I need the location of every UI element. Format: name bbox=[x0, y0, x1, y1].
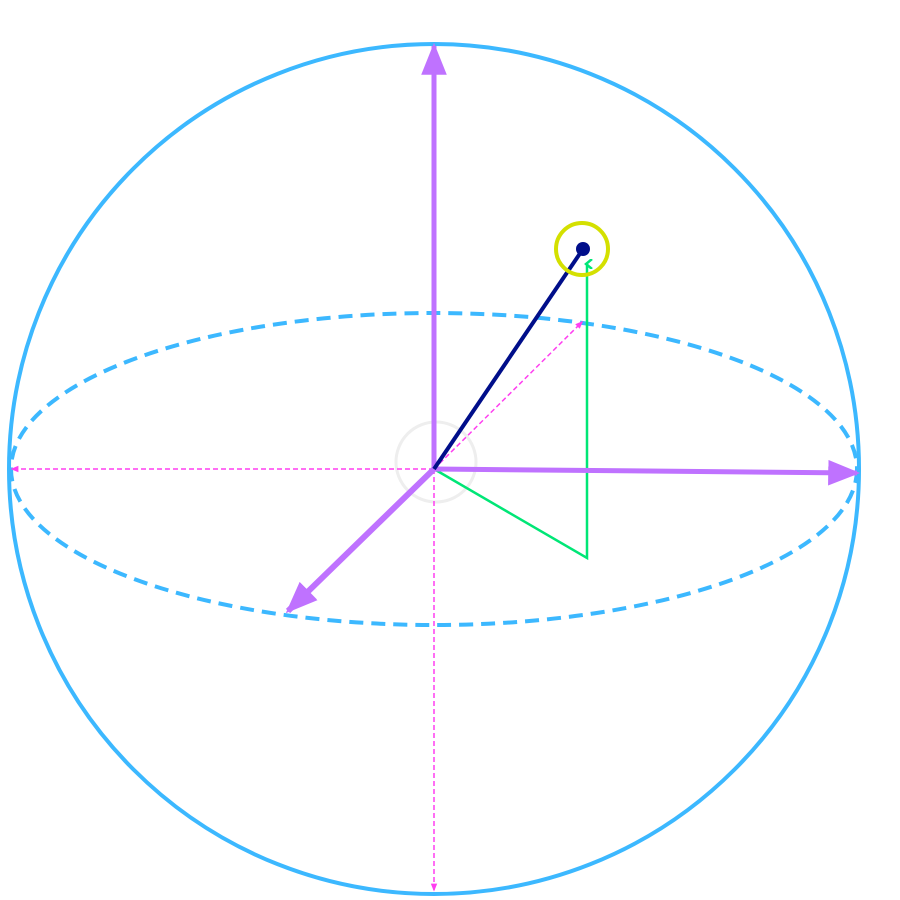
projection-path bbox=[433, 264, 587, 561]
guide-line-equator-projection bbox=[433, 320, 584, 470]
state-marker-ring[interactable] bbox=[554, 221, 610, 277]
state-vector-tip bbox=[576, 242, 590, 256]
state-vector bbox=[432, 247, 585, 471]
x-axis-arrow bbox=[433, 459, 861, 486]
y-axis-arrow bbox=[285, 466, 437, 614]
